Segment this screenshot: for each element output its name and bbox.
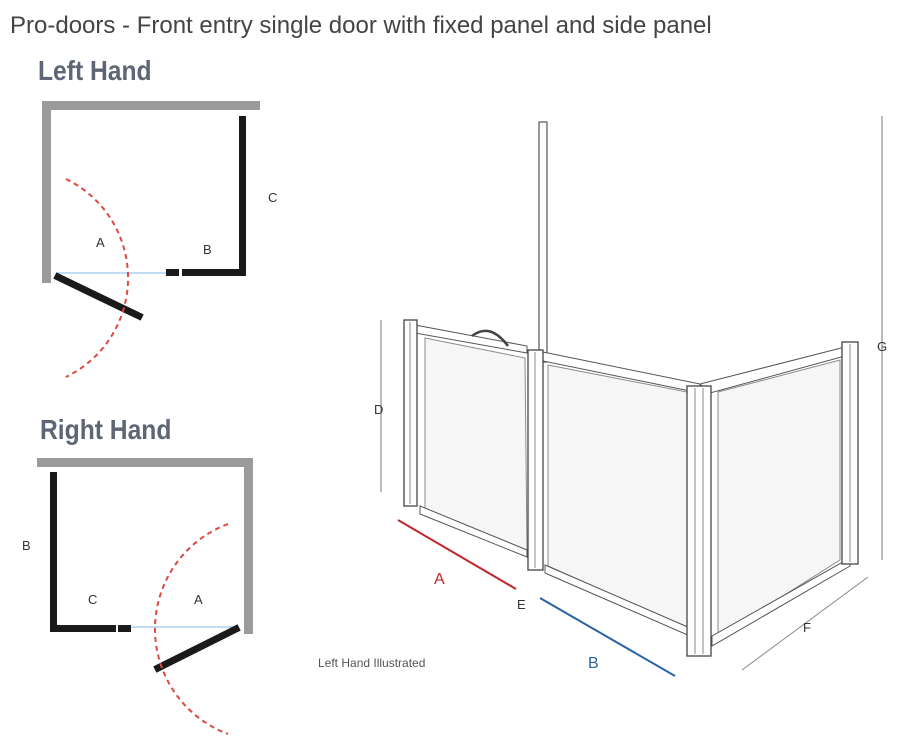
rh-door-leaf: [153, 624, 241, 673]
left-hand-heading: Left Hand: [38, 55, 152, 86]
dim-g-label: G: [877, 339, 887, 354]
dim-b-line: [539, 597, 676, 677]
lh-fixed-panel: [182, 269, 246, 276]
rh-fixed-panel-post: [118, 625, 131, 632]
rh-door-swing-arc: [154, 523, 229, 735]
left-hand-plan: A B C: [42, 101, 277, 378]
lh-door-swing-arc: [65, 178, 129, 378]
door-bottom-rail: [419, 505, 528, 558]
lh-label-c: C: [268, 190, 277, 205]
lh-fixed-panel-post: [166, 269, 179, 276]
lh-label-a: A: [96, 235, 105, 250]
dim-b-label: B: [588, 655, 599, 672]
lh-door-leaf: [53, 272, 144, 321]
page-title: Pro-doors - Front entry single door with…: [10, 12, 712, 39]
lh-side-panel: [239, 116, 246, 276]
dim-d-label: D: [374, 402, 383, 417]
dim-a-line: [397, 519, 517, 590]
rh-back-wall: [37, 458, 253, 467]
rh-side-wall: [244, 458, 253, 634]
rh-fixed-panel: [50, 625, 116, 632]
enclosure-illustration: D G E F A B Left Hand Illustrated: [318, 116, 887, 677]
right-hand-heading: Right Hand: [40, 414, 172, 445]
lh-side-wall: [42, 101, 51, 283]
illustration-caption: Left Hand Illustrated: [318, 656, 425, 670]
rh-label-c: C: [88, 592, 97, 607]
side-panel-glass: [717, 359, 841, 638]
dim-e-label: E: [517, 597, 526, 612]
side-panel-bottom-rail: [711, 557, 851, 647]
door-handle: [471, 329, 509, 347]
rh-label-a: A: [194, 592, 203, 607]
ceiling-support-pole: [538, 121, 548, 363]
dim-f-line: [741, 576, 869, 671]
right-hand-plan: B C A: [22, 458, 253, 735]
lh-back-wall: [42, 101, 260, 110]
corner-post: [686, 385, 712, 657]
lh-label-b: B: [203, 242, 212, 257]
fixed-panel-glass: [547, 364, 688, 629]
dim-a-label: A: [434, 571, 445, 588]
rh-label-b: B: [22, 538, 31, 553]
rh-side-panel: [50, 472, 57, 632]
dim-f-label: F: [803, 620, 811, 635]
